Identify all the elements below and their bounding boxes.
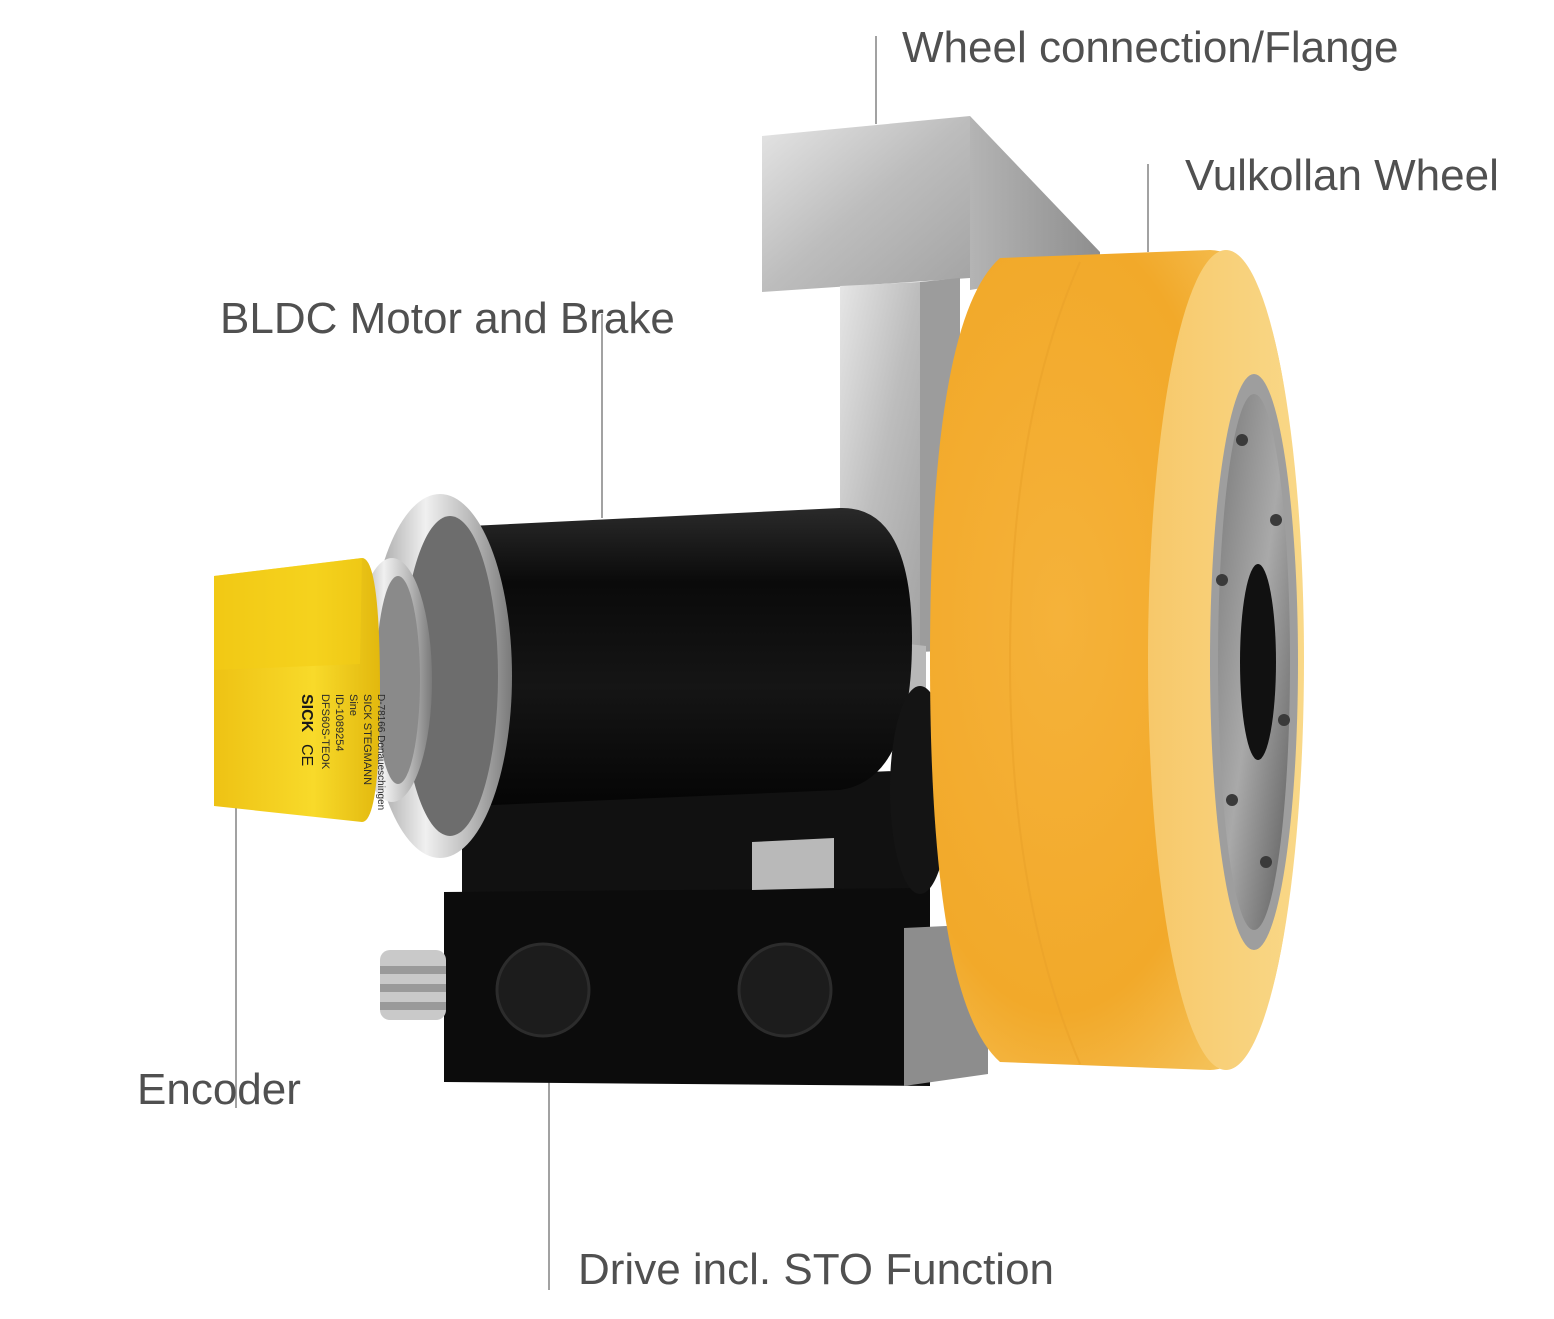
encoder-print-line-1: DFS60S-TEOK: [319, 694, 331, 770]
hub-bolt: [1226, 794, 1238, 806]
hub-bolt: [1236, 434, 1248, 446]
hub-bolt: [1260, 856, 1272, 868]
vulkollan-wheel: [930, 250, 1304, 1070]
encoder-brand: SICK: [298, 694, 315, 733]
label-bldc-motor-and-brake: BLDC Motor and Brake: [220, 294, 675, 343]
encoder-print-line-5: D-78166 Donaueschingen: [375, 694, 386, 810]
hub-bolt: [1278, 714, 1290, 726]
hub-bolt: [1270, 514, 1282, 526]
encoder-print-line-4: SICK STEGMANN: [361, 694, 373, 785]
encoder-print-line-3: Sine: [347, 694, 359, 716]
label-encoder: Encoder: [137, 1065, 301, 1114]
encoder-print-line-2: ID-1089254: [333, 694, 345, 752]
encoder-housing: SICK CE DFS60S-TEOK ID-1089254 Sine SICK…: [214, 558, 386, 822]
hub-bolt: [1216, 574, 1228, 586]
label-vulkollan-wheel: Vulkollan Wheel: [1185, 151, 1499, 200]
encoder-marks: CE: [298, 744, 315, 766]
label-wheel-connection-flange: Wheel connection/Flange: [902, 23, 1399, 72]
label-drive-incl-sto-function: Drive incl. STO Function: [578, 1245, 1055, 1294]
drive-housing: [380, 770, 988, 1086]
